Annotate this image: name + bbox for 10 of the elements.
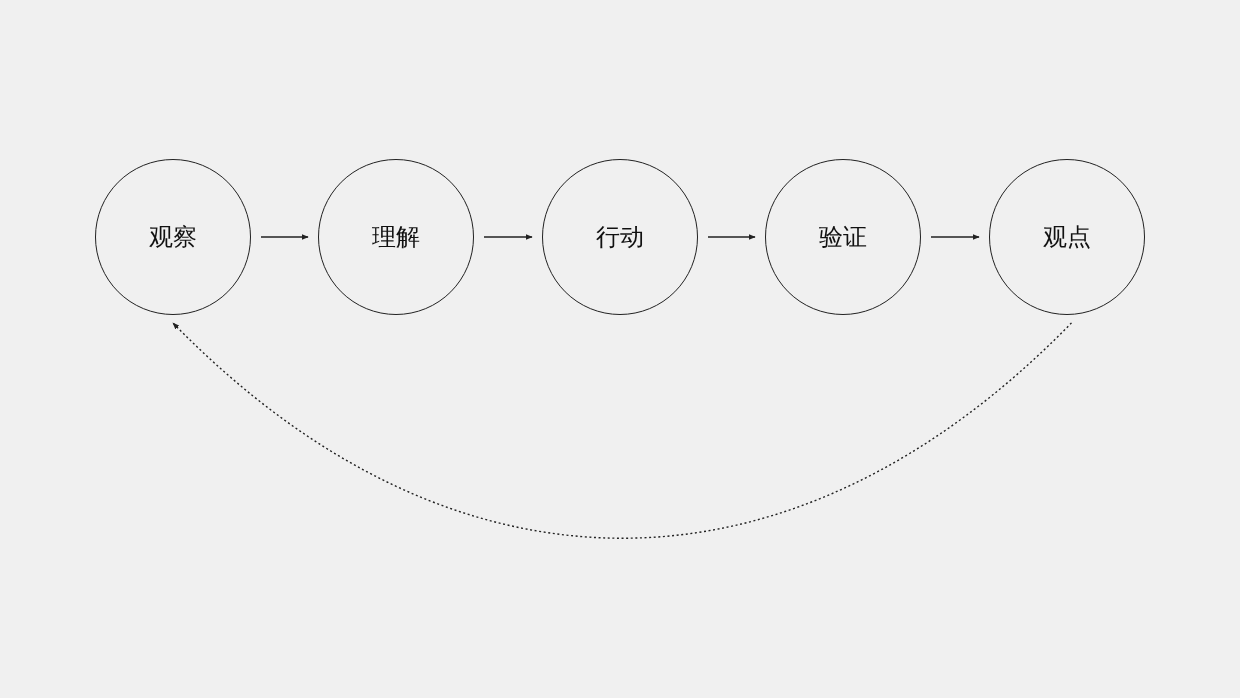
node-label: 行动	[596, 222, 644, 252]
node-label: 验证	[819, 222, 867, 252]
node-label: 观点	[1043, 222, 1091, 252]
node-label: 观察	[149, 222, 197, 252]
arrow	[707, 234, 756, 240]
curved-arrow	[172, 322, 1073, 539]
arrow	[930, 234, 980, 240]
arrow	[483, 234, 533, 240]
arrow	[260, 234, 309, 240]
node-label: 理解	[372, 222, 420, 252]
